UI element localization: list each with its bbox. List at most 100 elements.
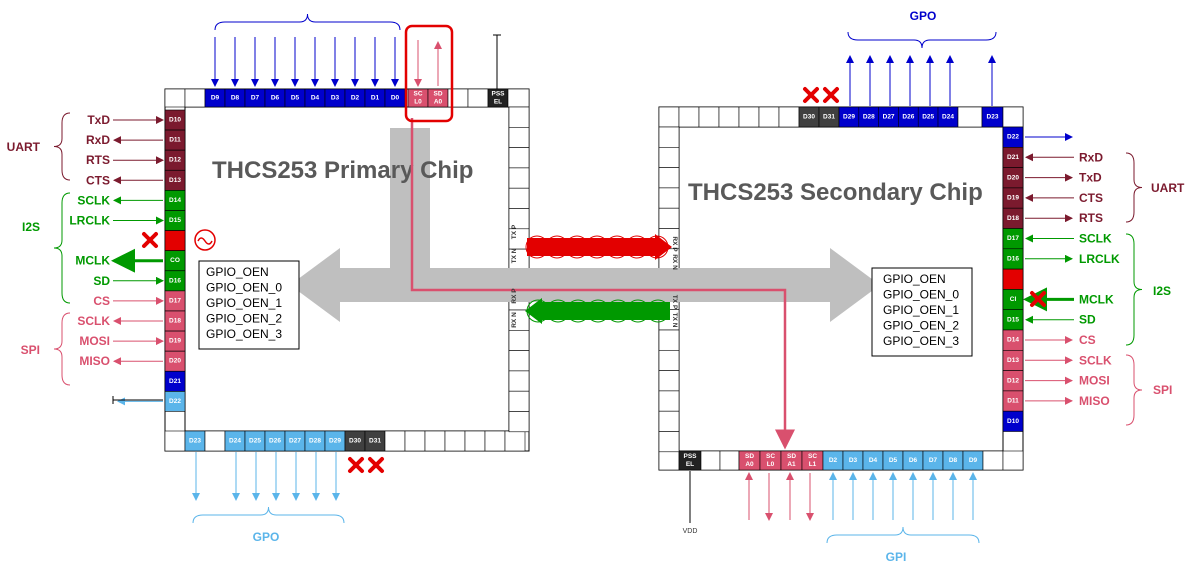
pin-mclk-disabled xyxy=(1002,268,1024,290)
pin-d30: D30 xyxy=(798,106,820,128)
d31-disabled-x xyxy=(823,87,839,103)
svg-text:D16: D16 xyxy=(1007,255,1019,262)
twisted-pair-loop xyxy=(545,235,569,259)
svg-text:SC: SC xyxy=(413,91,422,98)
bottom-gpo-brace xyxy=(192,506,345,524)
pin-d27: D27 xyxy=(878,106,899,128)
pin-d26: D26 xyxy=(264,430,286,452)
pin-d22: D22 xyxy=(1002,126,1024,148)
frame-cell xyxy=(738,106,760,128)
svg-text:D15: D15 xyxy=(169,217,181,224)
twisted-pair-loop xyxy=(546,299,570,323)
frame-cell xyxy=(384,430,406,452)
d30-disabled-x xyxy=(348,457,364,473)
gpio-entry: GPIO_OEN_2 xyxy=(883,319,959,333)
frame-cell xyxy=(204,430,226,452)
svg-text:D11: D11 xyxy=(169,137,181,144)
svg-text:D26: D26 xyxy=(902,114,914,121)
svg-text:CI: CI xyxy=(1010,296,1017,303)
signal-label-rts: RTS xyxy=(1079,211,1103,225)
pin-d14: D14 xyxy=(164,190,186,211)
pin-d15: D15 xyxy=(1002,309,1024,331)
frame-cell xyxy=(719,450,740,471)
signal-label-sd: SD xyxy=(1079,313,1096,327)
twisted-pair-loop xyxy=(586,299,610,323)
signal-label-mosi: MOSI xyxy=(79,334,110,348)
pin-d28: D28 xyxy=(858,106,880,128)
frame-cell xyxy=(700,450,721,471)
svg-text:D18: D18 xyxy=(169,318,181,325)
sine-wave-icon xyxy=(197,237,213,245)
frame-cell xyxy=(658,431,680,453)
frame-cell xyxy=(1002,450,1024,471)
svg-text:D17: D17 xyxy=(169,297,181,304)
secondary-gpio-box: GPIO_OENGPIO_OEN_0GPIO_OEN_1GPIO_OEN_2GP… xyxy=(871,267,973,357)
top-gpi-brace xyxy=(214,13,401,31)
signal-label-lrclk: LRCLK xyxy=(69,214,110,228)
signal-label-sclk: SCLK xyxy=(1079,353,1112,367)
pin-d8: D8 xyxy=(224,88,246,108)
frame-cell xyxy=(982,450,1004,471)
pin-co: CO xyxy=(164,250,186,271)
gpio-entry: GPIO_OEN_3 xyxy=(883,334,959,348)
uart-brace xyxy=(53,112,71,181)
signal-label-mosi: MOSI xyxy=(1079,374,1110,388)
frame-cell xyxy=(504,430,526,452)
pin-d29: D29 xyxy=(324,430,346,452)
vdd-label: VDD xyxy=(683,528,698,535)
gpio-entry: GPIO_OEN xyxy=(206,265,269,279)
gpio-entry: GPIO_OEN_2 xyxy=(206,312,282,326)
svg-text:D10: D10 xyxy=(169,117,181,124)
pin-d3: D3 xyxy=(842,450,864,471)
pin-d23: D23 xyxy=(184,430,206,452)
rx-link-arrow xyxy=(525,298,670,324)
pin-d12: D12 xyxy=(164,149,186,171)
frame-cell xyxy=(508,106,530,128)
tx-link-arrow xyxy=(527,234,672,260)
frame-cell xyxy=(658,207,680,229)
sda-connection-line xyxy=(410,118,795,450)
signal-label-sclk: SCLK xyxy=(77,314,110,328)
pin-d11: D11 xyxy=(1002,390,1024,412)
serial-pin-label: TX P xyxy=(511,224,518,239)
svg-text:D28: D28 xyxy=(309,438,321,445)
frame-cell xyxy=(658,187,680,209)
svg-text:D21: D21 xyxy=(1007,154,1019,161)
svg-text:D17: D17 xyxy=(1007,235,1019,242)
pin-d11: D11 xyxy=(164,129,186,151)
pin-d3: D3 xyxy=(324,88,346,108)
svg-text:D4: D4 xyxy=(311,95,320,102)
pin-d2: D2 xyxy=(344,88,366,108)
frame-cell xyxy=(508,350,530,372)
pin-d24: D24 xyxy=(937,106,959,128)
signal-label-sclk: SCLK xyxy=(77,193,110,207)
svg-text:CO: CO xyxy=(170,257,180,264)
serial-pin-label: RX N xyxy=(671,254,678,270)
frame-cell xyxy=(508,167,530,189)
svg-text:SD: SD xyxy=(787,453,796,460)
frame-cell xyxy=(484,430,506,452)
pin-d18: D18 xyxy=(1002,207,1024,229)
pin-d19: D19 xyxy=(1002,187,1024,209)
svg-text:D22: D22 xyxy=(169,398,181,405)
svg-text:D21: D21 xyxy=(169,378,181,385)
uart-brace xyxy=(1125,152,1143,223)
serial-pin-label: TX N xyxy=(671,313,678,328)
twisted-pair-loop xyxy=(645,235,669,259)
svg-text:L1: L1 xyxy=(809,461,817,468)
svg-text:D13: D13 xyxy=(169,177,181,184)
svg-text:D20: D20 xyxy=(1007,174,1019,181)
pin-d30: D30 xyxy=(344,430,366,452)
i2s-brace xyxy=(1125,233,1143,346)
pin-d16: D16 xyxy=(164,270,186,292)
pin-d21: D21 xyxy=(1002,147,1024,168)
svg-text:SD: SD xyxy=(745,453,754,460)
svg-text:SC: SC xyxy=(808,453,817,460)
pin-d9: D9 xyxy=(962,450,984,471)
